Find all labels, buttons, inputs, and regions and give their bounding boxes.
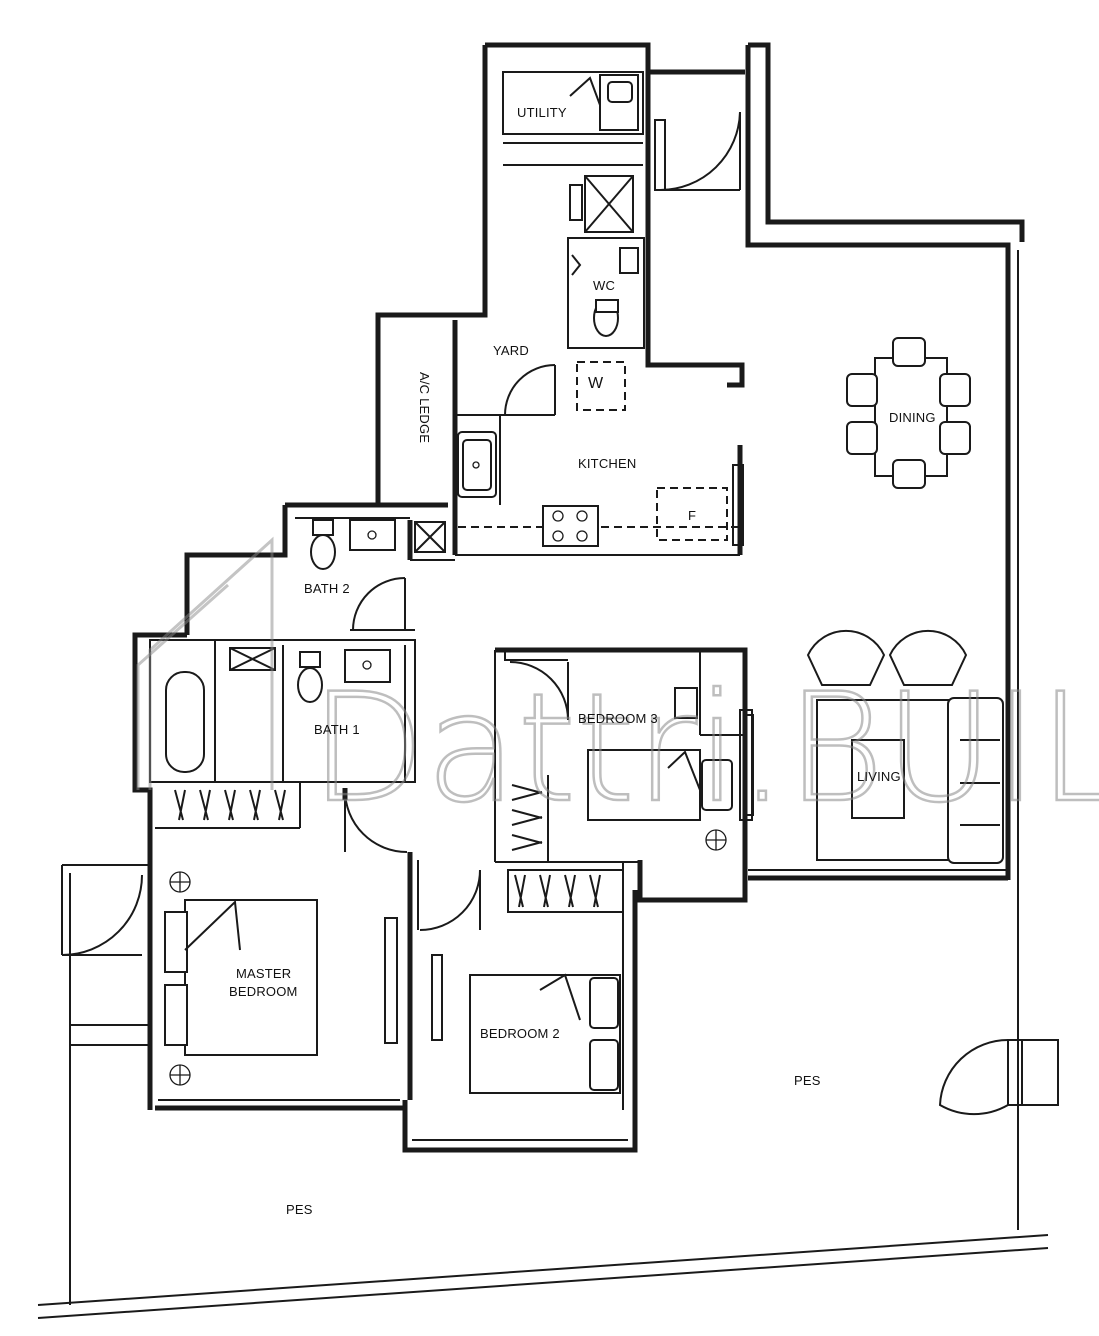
exterior-walls [37, 42, 1049, 1319]
label-wc: WC [593, 278, 615, 293]
label-dining: DINING [889, 410, 936, 425]
label-living: LIVING [857, 769, 901, 784]
watermark: Dattri.BUILD [136, 536, 1099, 837]
label-master-line2: BEDROOM [229, 984, 298, 999]
label-washer: W [588, 375, 604, 392]
label-ac-ledge: A/C LEDGE [417, 372, 432, 443]
label-bath2: BATH 2 [304, 581, 350, 596]
doors [61, 111, 1059, 1116]
label-fridge: F [688, 508, 696, 523]
room-labels: UTILITY WC W YARD A/C LEDGE KITCHEN F DI… [229, 105, 936, 1217]
label-master-line1: MASTER [236, 966, 291, 981]
windows [384, 119, 754, 1044]
label-kitchen: KITCHEN [578, 456, 636, 471]
label-bedroom3: BEDROOM 3 [578, 711, 658, 726]
label-bedroom2: BEDROOM 2 [480, 1026, 560, 1041]
label-pes-bottom: PES [286, 1202, 313, 1217]
label-yard: YARD [493, 343, 529, 358]
label-bath1: BATH 1 [314, 722, 360, 737]
label-utility: UTILITY [517, 105, 567, 120]
fixtures [164, 74, 1004, 1094]
interior-walls [149, 71, 1008, 1110]
watermark-text: Dattri.BUILD [310, 662, 1099, 836]
label-pes-right: PES [794, 1073, 821, 1088]
